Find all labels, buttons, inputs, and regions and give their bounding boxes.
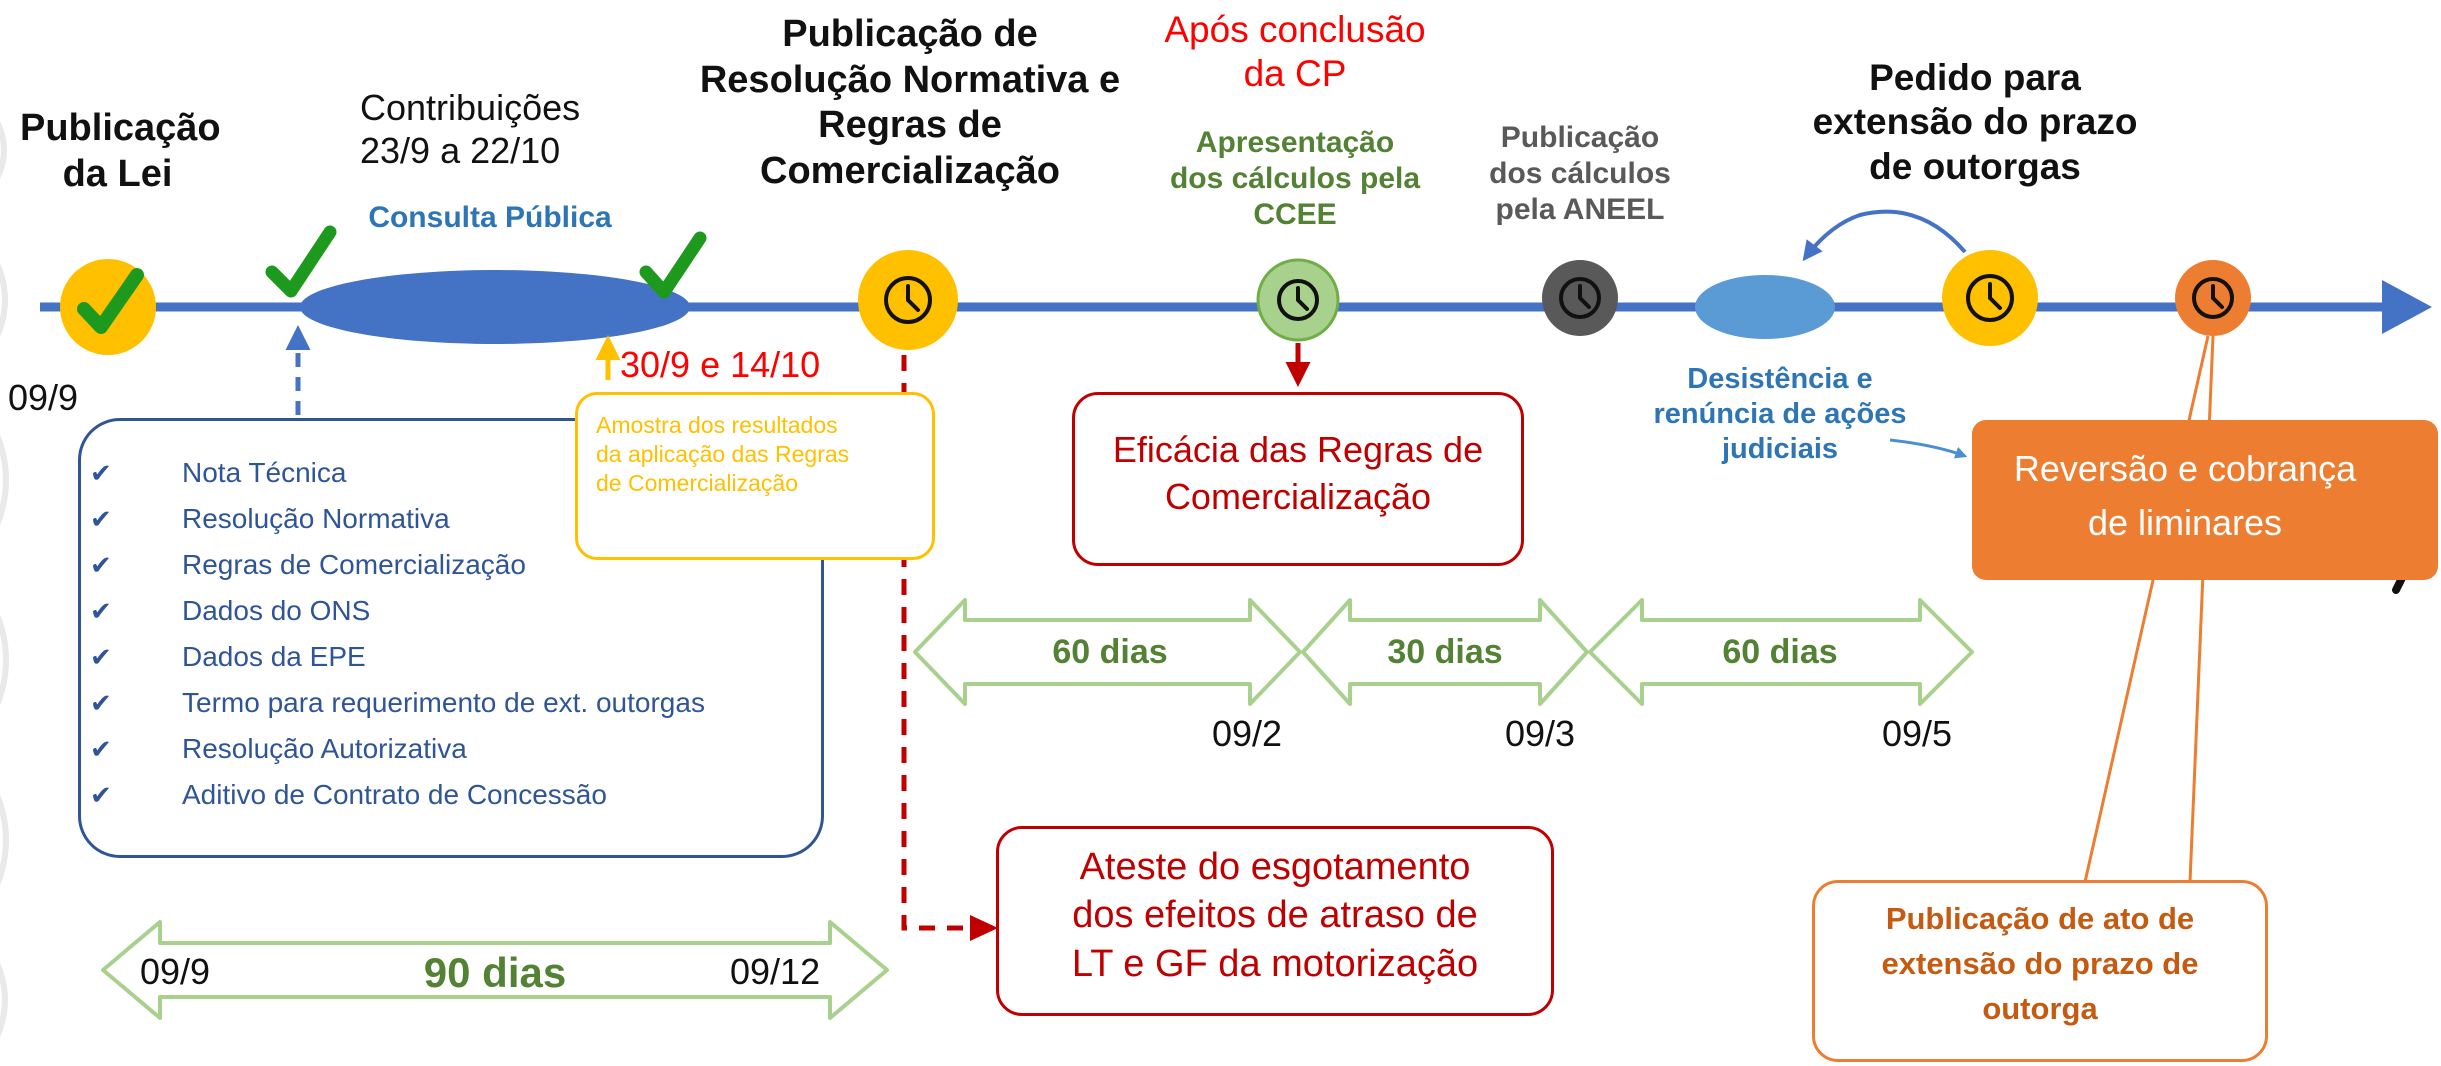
connector-line xyxy=(2188,335,2215,883)
consulta-contrib-text: Contribuições 23/9 a 22/10 xyxy=(360,87,581,172)
dashed-connector xyxy=(901,355,975,931)
consulta-publica-ellipse xyxy=(300,270,690,344)
checklist: ✔Nota Técnica ✔Resolução Normativa ✔Regr… xyxy=(90,450,705,818)
reversao-box: Reversão e cobrança de liminares xyxy=(1972,420,2438,580)
clock-icon xyxy=(2175,260,2251,336)
arrow xyxy=(1889,438,1968,459)
period-60a-label: 60 dias xyxy=(1052,633,1168,671)
check-icon: ✔ xyxy=(90,458,112,488)
curved-arrow xyxy=(1802,209,1967,262)
check-icon: ✔ xyxy=(90,642,112,672)
period-30-end: 09/3 xyxy=(1505,713,1576,754)
amostra-dates: 30/9 e 14/10 xyxy=(620,344,821,385)
period-arrow-30 xyxy=(1301,598,1589,706)
list-item: ✔Termo para requerimento de ext. outorga… xyxy=(90,680,705,726)
ateste-box: Ateste do esgotamento dos efeitos de atr… xyxy=(996,826,1554,1016)
watermark-stripes xyxy=(0,121,9,1037)
period-90-end: 09/12 xyxy=(730,951,821,992)
check-icon: ✔ xyxy=(90,688,112,718)
check-icon xyxy=(265,225,337,298)
milestone-lei-date: 09/9 xyxy=(8,377,79,418)
milestone-extensao-title: Pedido para extensão do prazo de outorga… xyxy=(1812,57,2138,187)
list-item: ✔Aditivo de Contrato de Concessão xyxy=(90,772,705,818)
milestone-lei-title: Publicação da Lei xyxy=(20,107,221,195)
clock-icon xyxy=(1542,260,1618,336)
check-icon xyxy=(77,268,144,334)
period-arrow-90 xyxy=(101,920,889,1020)
check-icon xyxy=(639,231,707,299)
period-60b-end: 09/5 xyxy=(1882,713,1953,754)
milestone-aneel-title: Publicação dos cálculos pela ANEEL xyxy=(1489,121,1671,226)
check-icon: ✔ xyxy=(90,550,112,580)
check-icon: ✔ xyxy=(90,504,112,534)
timeline-arrowhead xyxy=(2382,280,2432,334)
list-item: ✔Dados da EPE xyxy=(90,634,705,680)
period-90-label: 90 dias xyxy=(423,949,567,996)
desistencia-ellipse xyxy=(1695,275,1835,339)
list-item: ✔Regras de Comercialização xyxy=(90,542,705,588)
eficacia-box: Eficácia das Regras de Comercialização xyxy=(1072,392,1524,566)
apos-conclusao-text: Após conclusão da CP xyxy=(1164,9,1426,95)
apresentacao-ccee-text: Apresentação dos cálculos pela CCEE xyxy=(1169,126,1421,231)
check-icon: ✔ xyxy=(90,596,112,626)
milestone-lei-marker xyxy=(60,259,156,355)
period-arrow-60a xyxy=(913,598,1302,706)
connector-line xyxy=(2083,335,2210,883)
arrowhead xyxy=(970,915,998,941)
list-item: ✔Resolução Autorizativa xyxy=(90,726,705,772)
check-icon: ✔ xyxy=(90,734,112,764)
period-30-label: 30 dias xyxy=(1387,633,1503,671)
clock-icon xyxy=(1942,250,2038,346)
ato-box: Publicação de ato de extensão do prazo d… xyxy=(1812,880,2268,1062)
list-item: ✔Dados do ONS xyxy=(90,588,705,634)
period-60a-end: 09/2 xyxy=(1212,713,1283,754)
clock-icon xyxy=(1256,258,1340,342)
check-icon: ✔ xyxy=(90,780,112,810)
milestone-resolucao-title: Publicação de Resolução Normativa e Regr… xyxy=(699,13,1121,192)
list-item: ✔Nota Técnica xyxy=(90,450,705,496)
consulta-publica-label: Consulta Pública xyxy=(368,201,612,234)
list-item: ✔Resolução Normativa xyxy=(90,496,705,542)
period-90-start: 09/9 xyxy=(140,951,211,992)
clock-icon xyxy=(858,250,958,350)
desistencia-text: Desistência e renúncia de ações judiciai… xyxy=(1653,363,1907,465)
period-60b-label: 60 dias xyxy=(1722,633,1838,671)
period-arrow-60b xyxy=(1588,598,1974,706)
amostra-box: Amostra dos resultados da aplicação das … xyxy=(575,392,935,560)
